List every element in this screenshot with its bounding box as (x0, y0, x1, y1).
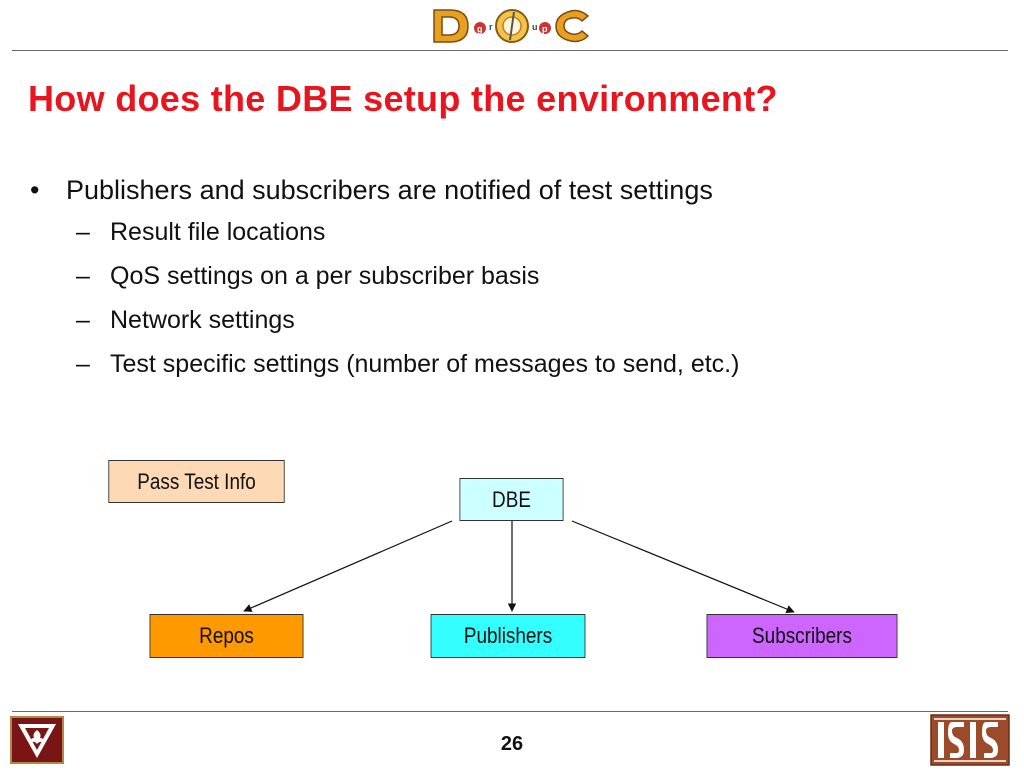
vanderbilt-logo (10, 716, 64, 764)
sub-bullet-text: Network settings (110, 306, 295, 334)
doc-group-logo: g r u p (428, 4, 598, 48)
svg-text:u: u (532, 22, 538, 32)
svg-text:r: r (489, 22, 493, 32)
header-divider (12, 50, 1008, 51)
sub-bullet-text: Test specific settings (number of messag… (110, 350, 740, 378)
subscribers-box: Subscribers (706, 614, 898, 658)
publishers-box: Publishers (430, 614, 586, 658)
repos-box: Repos (149, 614, 304, 658)
doc-group-logo-icon: g r u p (433, 9, 590, 43)
bullet-item: • Publishers and subscribers are notified… (30, 170, 739, 210)
dash-marker: – (76, 350, 90, 378)
sub-bullet-item: –QoS settings on a per subscriber basis (76, 254, 739, 298)
isis-logo (930, 714, 1010, 766)
dbe-box: DBE (459, 478, 564, 521)
dash-marker: – (76, 306, 90, 334)
isis-logo-icon (930, 714, 1010, 766)
bullet-text: Publishers and subscribers are notified … (66, 175, 713, 205)
vanderbilt-logo-icon (10, 716, 64, 764)
dash-marker: – (76, 262, 90, 290)
sub-bullet-item: –Result file locations (76, 210, 739, 254)
svg-text:g: g (477, 24, 483, 34)
sub-bullet-text: Result file locations (110, 218, 326, 246)
arrow-dbe-to-repos (243, 520, 453, 612)
sub-bullet-item: –Network settings (76, 298, 739, 342)
pass-test-info-box: Pass Test Info (108, 460, 285, 503)
sub-bullet-list: –Result file locations –QoS settings on … (30, 210, 739, 386)
dash-marker: – (76, 218, 90, 246)
sub-bullet-group: –Result file locations –QoS settings on … (30, 210, 739, 386)
arrow-dbe-to-subscribers (571, 520, 795, 614)
footer-divider (12, 711, 1008, 712)
sub-bullet-text: QoS settings on a per subscriber basis (110, 262, 540, 290)
slide-title: How does the DBE setup the environment? (28, 78, 778, 119)
sub-bullet-item: –Test specific settings (number of messa… (76, 342, 739, 386)
bullet-list: • Publishers and subscribers are notified… (30, 170, 739, 386)
bullet-marker: • (30, 175, 40, 205)
svg-text:p: p (542, 24, 548, 34)
page-number: 26 (500, 733, 524, 755)
